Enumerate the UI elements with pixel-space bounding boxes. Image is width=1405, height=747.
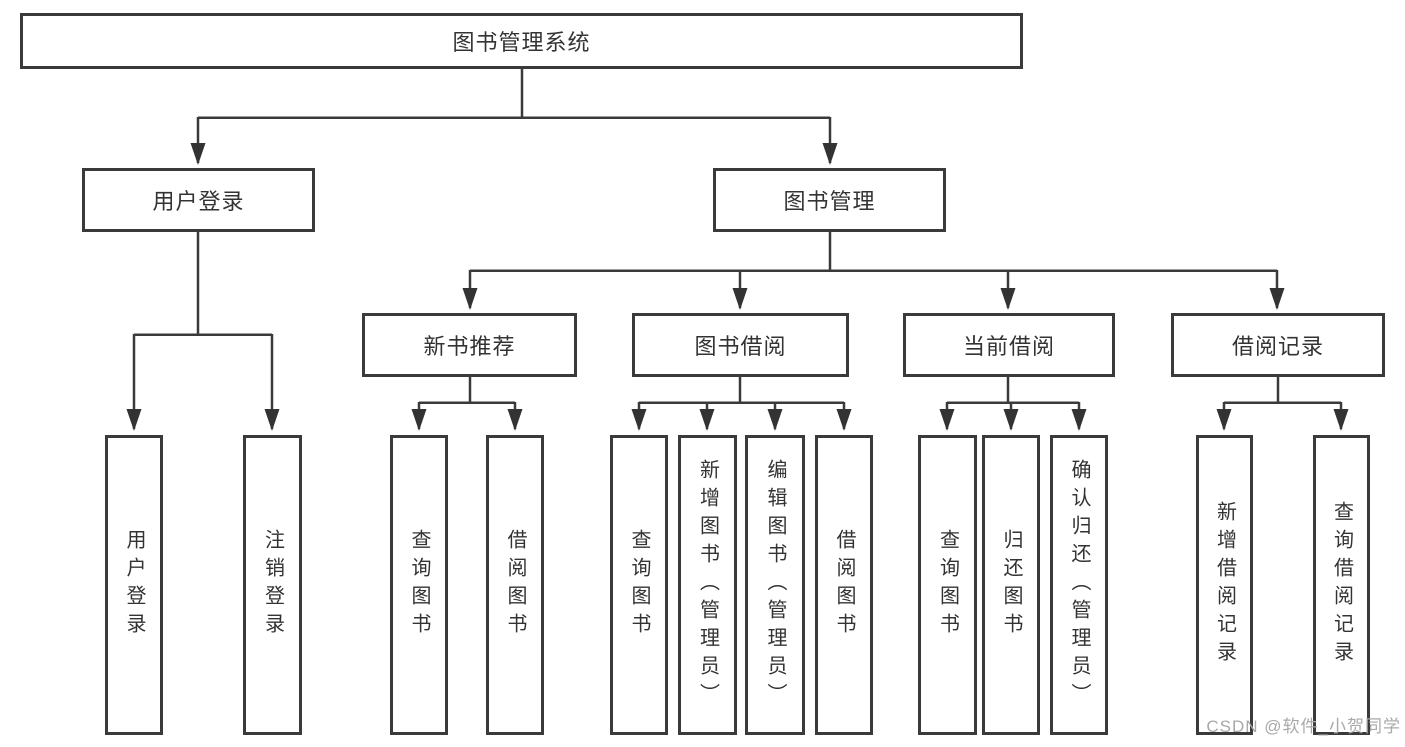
leaf-borrow-books: 借阅图书 (815, 435, 873, 735)
leaf-return-books: 归还图书 (982, 435, 1040, 735)
node-current-borrow: 当前借阅 (903, 313, 1115, 377)
leaf-query-books-current: 查询图书 (918, 435, 977, 735)
node-library-management-system: 图书管理系统 (20, 13, 1023, 69)
node-user-login: 用户登录 (82, 168, 315, 232)
leaf-add-borrow-record: 新增借阅记录 (1196, 435, 1253, 735)
node-new-book-recommend: 新书推荐 (362, 313, 577, 377)
leaf-confirm-return-admin: 确认归还（管理员） (1050, 435, 1108, 735)
leaf-query-borrow-record: 查询借阅记录 (1313, 435, 1370, 735)
leaf-edit-books-admin: 编辑图书（管理员） (745, 435, 805, 735)
watermark: CSDN @软件_小贺同学 (1206, 717, 1401, 736)
leaf-add-books-admin: 新增图书（管理员） (678, 435, 737, 735)
node-book-management: 图书管理 (713, 168, 946, 232)
leaf-query-books-borrow: 查询图书 (610, 435, 668, 735)
leaf-logout-login: 注销登录 (243, 435, 302, 735)
node-book-borrow: 图书借阅 (632, 313, 849, 377)
leaf-borrow-books-recommend: 借阅图书 (486, 435, 544, 735)
leaf-query-books-recommend: 查询图书 (390, 435, 448, 735)
node-borrow-records: 借阅记录 (1171, 313, 1385, 377)
leaf-user-login: 用户登录 (105, 435, 163, 735)
